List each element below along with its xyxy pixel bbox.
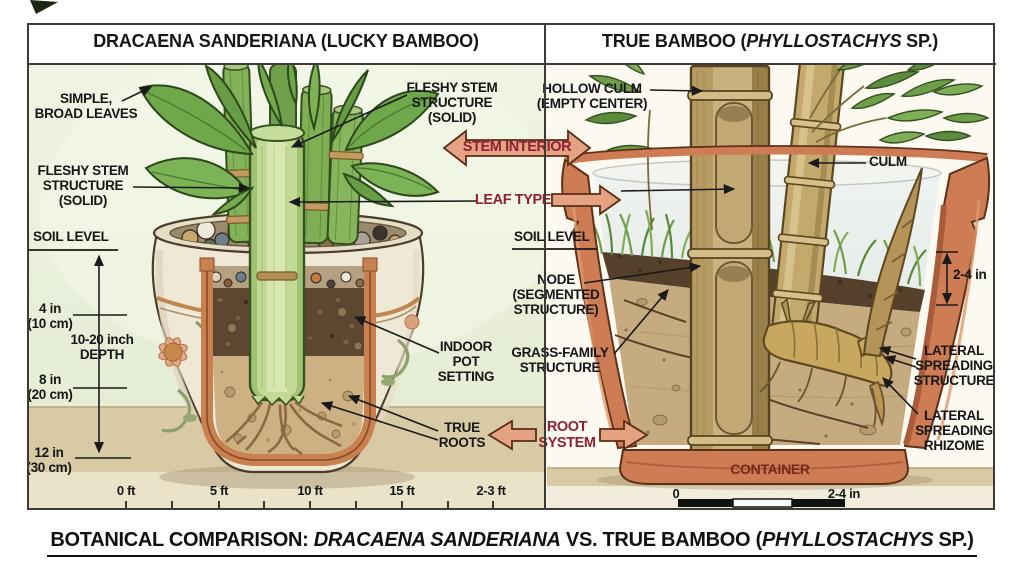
footer-part5: SP.)	[933, 529, 974, 551]
label-grass-family: GRASS-FAMILY STRUCTURE	[511, 345, 609, 375]
rhizome-illustration	[759, 167, 923, 428]
label-lateral-spreading-rhizome: LATERAL SPREADING RHIZOME	[915, 408, 993, 453]
label-leaf-type: LEAF TYPE	[474, 192, 552, 208]
footer-part2: DRACAENA SANDERIANA	[313, 529, 561, 551]
right-title-suffix: SP.)	[901, 31, 939, 51]
right-title-prefix: TRUE BAMBOO (	[601, 31, 747, 51]
label-simple-broad-leaves: SIMPLE, BROAD LEAVES	[34, 91, 138, 121]
cut-stalk-solid-interior	[225, 124, 343, 456]
lucky-bamboo-stalks	[222, 65, 364, 246]
label-depth-range: 10-20 inch DEPTH	[70, 332, 134, 362]
left-scale-5ft: 5 ft	[209, 483, 229, 498]
footer-title: BOTANICAL COMPARISON: DRACAENA SANDERIAN…	[0, 529, 1024, 557]
label-fleshy-stem-top: FLESHY STEM STRUCTURE (SOLID)	[406, 80, 498, 125]
second-culm	[770, 65, 847, 341]
label-depth-8in: 8 in (20 cm)	[27, 372, 73, 402]
root-system-right-arrow	[599, 419, 649, 451]
grass-blades	[589, 209, 927, 287]
new-shoot	[862, 167, 923, 358]
label-lateral-spreading-structure: LATERAL SPREADING STRUCTURE	[913, 343, 995, 388]
footer-part1: BOTANICAL COMPARISON:	[50, 529, 314, 551]
right-panel-title: TRUE BAMBOO (PHYLLOSTACHYS SP.)	[546, 31, 994, 52]
leaf-type-arrow	[551, 184, 622, 216]
left-scale-0ft: 0 ft	[116, 483, 136, 498]
pebble-layer	[181, 220, 402, 247]
soil-roots	[614, 299, 869, 445]
label-true-roots: TRUE ROOTS	[438, 420, 486, 450]
corner-leaf-artifact	[30, 0, 58, 14]
right-title-species: PHYLLOSTACHYS	[746, 31, 902, 51]
label-culm: CULM	[869, 154, 907, 169]
broad-leaves	[138, 65, 440, 216]
label-soil-level-right: SOIL LEVEL	[514, 229, 590, 244]
left-scale-10ft: 10 ft	[297, 483, 323, 498]
label-depth-12in: 12 in (30 cm)	[26, 445, 72, 475]
label-hollow-culm: HOLLOW CULM (EMPTY CENTER)	[536, 81, 648, 111]
left-scale-2-3ft: 2-3 ft	[476, 483, 506, 498]
label-stem-interior: STEM INTERIOR	[462, 139, 572, 155]
label-indoor-pot-setting: INDOOR POT SETTING	[437, 339, 495, 384]
right-scale-0: 0	[672, 486, 680, 501]
label-fleshy-stem-side: FLESHY STEM STRUCTURE (SOLID)	[37, 163, 129, 208]
left-scale-15ft: 15 ft	[389, 483, 415, 498]
diagram-frame	[27, 23, 995, 510]
footer-part4: PHYLLOSTACHYS	[761, 529, 934, 551]
root-system-left-arrow	[487, 419, 537, 451]
footer-part3: VS. TRUE BAMBOO (	[560, 529, 762, 551]
left-scale-ticks	[125, 501, 494, 508]
label-depth-2-4in: 2-4 in	[953, 267, 987, 282]
true-roots-illustration	[225, 400, 343, 456]
label-root-system: ROOT SYSTEM	[538, 419, 596, 451]
left-pot-cutaway	[208, 266, 370, 456]
panel-divider	[543, 23, 546, 508]
hollow-culm-illustration	[687, 65, 773, 454]
bamboo-leaves	[584, 65, 990, 231]
right-scale-2-4in: 2-4 in	[827, 486, 861, 501]
label-soil-level-left: SOIL LEVEL	[33, 229, 109, 244]
label-container: CONTAINER	[730, 461, 810, 477]
label-node: NODE (SEGMENTED STRUCTURE)	[512, 272, 600, 317]
pot-floral-decoration	[158, 314, 420, 433]
left-panel-title: DRACAENA SANDERIANA (LUCKY BAMBOO)	[93, 31, 479, 51]
label-depth-4in: 4 in (10 cm)	[27, 301, 73, 331]
